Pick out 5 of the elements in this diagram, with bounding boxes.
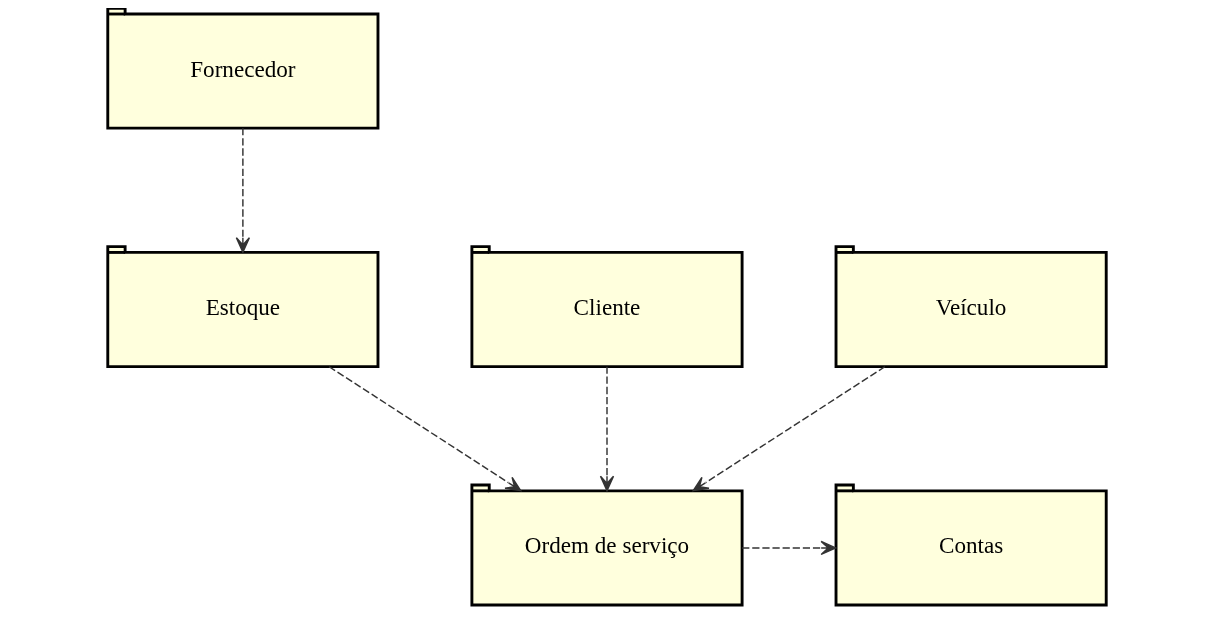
arrow <box>692 366 886 492</box>
arrow <box>328 366 522 492</box>
arrow <box>235 127 251 253</box>
arrow <box>741 540 837 556</box>
arrow <box>599 366 615 492</box>
